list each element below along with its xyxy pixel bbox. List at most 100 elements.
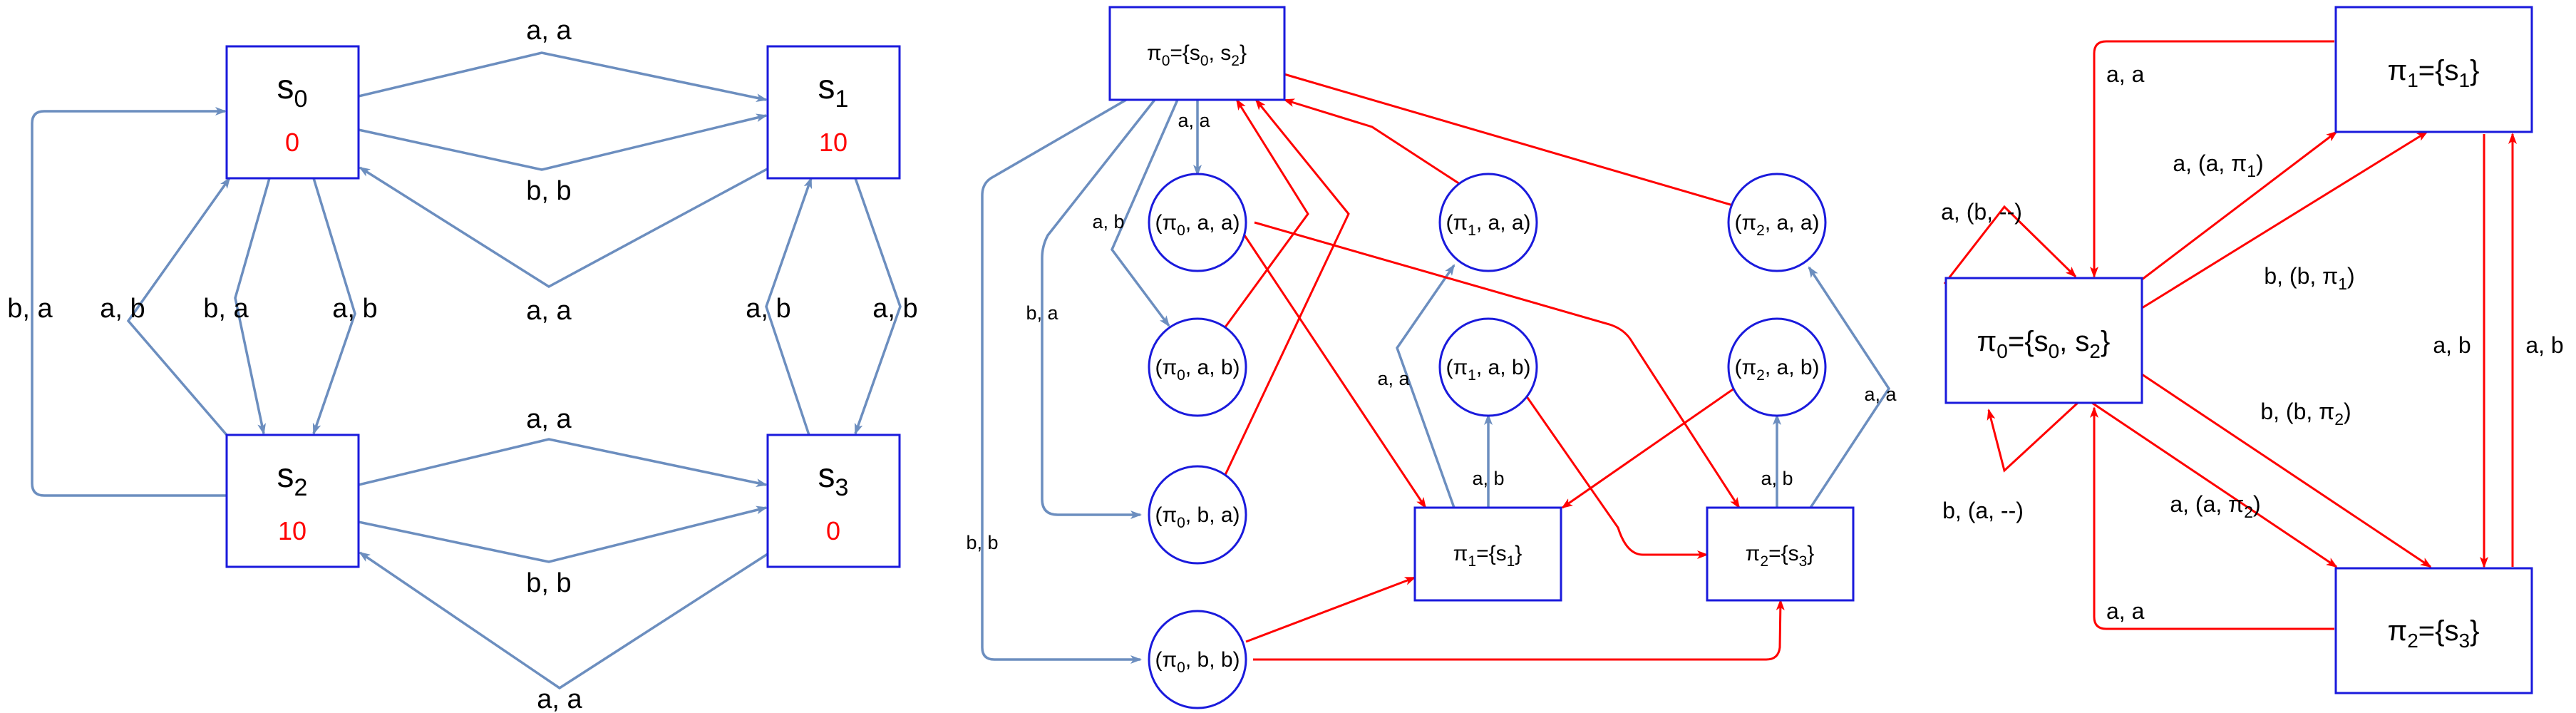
edge-pi2-p2aa <box>1808 266 1891 508</box>
circle-label-p1aa: (π1, a, a) <box>1446 211 1530 239</box>
circle-label-p0aa: (π0, a, a) <box>1155 211 1240 239</box>
edge-p0bb-pi1 <box>1245 576 1416 643</box>
state-box-s0 <box>225 45 360 180</box>
belief-node-pi0[interactable]: π0={s0, s2} <box>1108 6 1286 101</box>
edge-label-s2-s3-bottom: b, b <box>526 568 571 598</box>
panel3-red-edges <box>1943 40 2517 630</box>
edge-label-pi2-ab: a, b <box>1761 468 1793 489</box>
panel2-blue-edges <box>981 98 1891 664</box>
edge-label-pi1-aa: a, a <box>1377 368 1410 389</box>
circle-label-p2aa: (π2, a, a) <box>1734 211 1819 239</box>
panel-belief-graph: π0={s0, s2} π1={s1} π2={s3} (π0, a, a) (… <box>966 6 1897 709</box>
edge-pi0-pi2-b <box>2141 373 2432 568</box>
edge-label-pi0-pi1-a: a, (a, π1) <box>2173 150 2263 180</box>
circle-p2aa <box>1727 173 1827 272</box>
state-node-s0[interactable]: s0 0 <box>225 45 360 180</box>
belief-circle-p2aa[interactable]: (π2, a, a) <box>1727 173 1827 272</box>
panel3-edge-labels: a, a a, (a, π1) b, (b, π1) a, (b, --) b,… <box>1941 61 2564 624</box>
edge-label-s3-s2-bottom: a, a <box>537 684 582 713</box>
quotient-node-pi0[interactable]: π0={s0, s2} <box>1944 277 2143 404</box>
panel2-edge-labels: a, a a, b b, a b, b a, a a, b a, b a, a <box>966 110 1897 553</box>
belief-node-pi1[interactable]: π1={s1} <box>1413 506 1562 602</box>
belief-label-pi1: π1={s1} <box>1453 542 1523 570</box>
circle-label-p2ab: (π2, a, b) <box>1734 356 1819 384</box>
edge-label-bb-left: b, b <box>966 532 998 553</box>
edge-p1aa-pi0 <box>1283 98 1460 185</box>
edge-p0bb-pi2 <box>1253 599 1785 661</box>
belief-circle-p0ab[interactable]: (π0, a, b) <box>1148 317 1247 417</box>
belief-circle-p2ab[interactable]: (π2, a, b) <box>1727 317 1827 417</box>
belief-box-pi1 <box>1413 506 1562 602</box>
state-name-s1: s1 <box>818 68 849 113</box>
belief-circle-p0bb[interactable]: (π0, b, b) <box>1148 610 1247 709</box>
edge-label-pi1-ab: a, b <box>1472 468 1504 489</box>
edge-label-pi2-aa: a, a <box>1864 384 1897 405</box>
state-value-s3: 0 <box>826 516 840 545</box>
state-node-s2[interactable]: s2 10 <box>225 434 360 568</box>
edge-label-s3-s1: a, b <box>746 294 790 324</box>
circle-p1ab <box>1438 317 1538 417</box>
edge-left-loop <box>31 107 227 497</box>
edge-label-pi2-pi1: a, b <box>2525 332 2563 358</box>
edge-s3-s1 <box>765 177 813 436</box>
edge-s2-s0 <box>126 177 231 436</box>
edge-label-pi0-pi1-b: b, (b, π1) <box>2264 263 2354 293</box>
edge-s0-s2-right <box>312 178 356 435</box>
panel1-edges <box>31 51 902 690</box>
quotient-node-pi1[interactable]: π1={s1} <box>2334 6 2533 133</box>
edge-pi2-pi0 <box>2090 406 2334 630</box>
edge-s2-s3-bottom <box>358 506 768 563</box>
edge-label-self-bottom: b, (a, --) <box>1942 498 2024 523</box>
edge-label-pi1-pi0: a, a <box>2106 61 2145 87</box>
edge-label-aa-top: a, a <box>1178 110 1210 131</box>
edge-p0ba-pi0 <box>1223 98 1350 477</box>
edge-s0-s2-left <box>234 178 271 435</box>
edge-s2-s3-top <box>358 438 768 487</box>
quotient-label-pi0: π0={s0, s2} <box>1977 326 2111 362</box>
edge-p1ab-pi2 <box>1518 386 1709 559</box>
edge-p0aa-pi1 <box>1243 235 1427 509</box>
state-node-s3[interactable]: s3 0 <box>766 434 901 568</box>
quotient-node-pi2[interactable]: π2={s3} <box>2334 567 2533 694</box>
edge-label-s2-s0: a, b <box>100 294 145 324</box>
quotient-box-pi2 <box>2334 567 2533 694</box>
edge-pi0-pi1-b <box>2141 130 2428 309</box>
edge-self-bottom <box>1987 401 2079 473</box>
edge-p0aa-pi2 <box>1254 221 1741 509</box>
edge-pi0-pi1-a <box>2141 130 2338 281</box>
belief-circle-p1ab[interactable]: (π1, a, b) <box>1438 317 1538 417</box>
belief-box-pi0 <box>1108 6 1286 101</box>
belief-circle-p1aa[interactable]: (π1, a, a) <box>1438 173 1538 272</box>
edge-pi0-p0ab <box>1110 99 1179 327</box>
panel-state-graph: s0 0 s1 10 s2 10 s3 0 a, a b, b a, a b, … <box>7 16 917 713</box>
edge-label-pi2-pi0: a, a <box>2106 598 2145 624</box>
edge-label-s0-s2-left: b, a <box>203 294 249 324</box>
edge-label-self-top: a, (b, --) <box>1941 199 2022 225</box>
edge-pi0-p0ba <box>1041 98 1156 519</box>
circle-p2ab <box>1727 317 1827 417</box>
circle-label-p0bb: (π0, b, b) <box>1155 648 1240 676</box>
circle-label-p1ab: (π1, a, b) <box>1446 356 1530 384</box>
state-value-s2: 10 <box>278 516 306 545</box>
edge-s0-s1-top <box>358 51 768 103</box>
panel1-edge-labels: a, a b, b a, a b, a a, b b, a a, b a, b … <box>7 16 917 713</box>
edge-label-pi1-pi2: a, b <box>2433 332 2471 358</box>
circle-p0ba <box>1148 465 1247 565</box>
edge-label-left-loop: b, a <box>7 294 53 324</box>
state-node-s1[interactable]: s1 10 <box>766 45 901 180</box>
edge-label-s1-s3: a, b <box>872 294 917 324</box>
edge-self-top <box>1943 205 2077 284</box>
belief-node-pi2[interactable]: π2={s3} <box>1706 506 1855 602</box>
edge-s1-s0-middle <box>359 166 771 289</box>
circle-label-p0ba: (π0, b, a) <box>1155 503 1240 531</box>
edge-label-pi0-pi2-b: b, (b, π2) <box>2260 399 2351 429</box>
belief-label-pi0: π0={s0, s2} <box>1147 41 1247 69</box>
belief-label-pi2: π2={s3} <box>1746 542 1815 570</box>
belief-circle-p0ba[interactable]: (π0, b, a) <box>1148 465 1247 565</box>
belief-circle-p0aa[interactable]: (π0, a, a) <box>1148 173 1247 272</box>
panel-quotient-graph: π1={s1} π0={s0, s2} π2={s3} a, a a, (a, … <box>1941 6 2564 694</box>
edge-p0ab-pi0 <box>1223 98 1309 329</box>
circle-label-p0ab: (π0, a, b) <box>1155 356 1240 384</box>
edge-label-s2-s3-top: a, a <box>526 404 572 434</box>
